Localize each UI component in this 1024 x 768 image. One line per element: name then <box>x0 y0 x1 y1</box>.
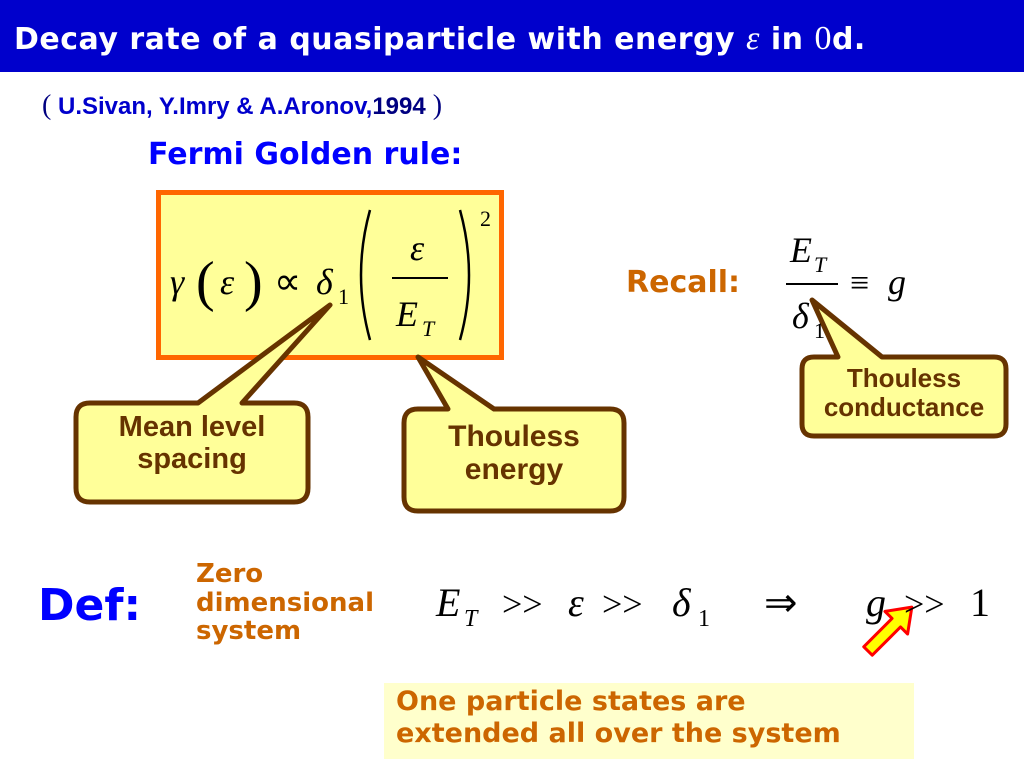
def-one: 1 <box>970 580 990 625</box>
def-gg-3: >> <box>904 584 945 624</box>
thouless-conductance-callout-shape <box>799 297 1009 439</box>
section-heading: Fermi Golden rule: <box>148 137 463 172</box>
def-gg-1: >> <box>502 584 543 624</box>
zero-dimensional-label: Zero dimensional system <box>196 559 374 647</box>
thouless-energy-callout-shape <box>401 354 627 514</box>
gamma-symbol: γ <box>170 262 185 302</box>
def-epsilon: ε <box>568 580 584 625</box>
def-delta: δ <box>672 580 692 625</box>
formula-box <box>156 190 504 360</box>
equiv-symbol: ≡ <box>850 265 869 302</box>
citation: ( U.Sivan, Y.Imry & A.Aronov,1994 ) <box>42 90 443 121</box>
big-left-paren <box>359 209 372 341</box>
recall-num-E: E <box>789 230 812 270</box>
thouless-conductance-callout: Thouless conductance <box>823 363 985 422</box>
fraction-den-T: T <box>422 316 436 341</box>
def-label: Def: <box>38 580 142 631</box>
fraction-den-E: E <box>395 294 418 334</box>
golden-rule-formula: γ ( ε ) ∝ δ 1 ε E T 2 <box>170 206 491 341</box>
recall-label: Recall: <box>626 265 741 300</box>
mean-level-callout: Mean level spacing <box>118 411 266 475</box>
recall-den-1: 1 <box>814 318 825 343</box>
right-paren: ) <box>244 251 263 313</box>
note-text: One particle states are extended all ove… <box>396 686 841 749</box>
slide-title: Decay rate of a quasiparticle with energ… <box>14 20 866 57</box>
fraction-numerator: ε <box>410 228 425 268</box>
definition-formula: E T >> ε >> δ 1 ⇒ g >> 1 <box>435 580 990 632</box>
recall-den-delta: δ <box>792 296 810 336</box>
def-T: T <box>464 606 479 632</box>
implies-symbol: ⇒ <box>764 580 798 625</box>
recall-formula: E T δ 1 ≡ g <box>786 230 906 343</box>
power-exponent: 2 <box>480 206 491 231</box>
left-paren: ( <box>196 251 215 313</box>
def-g: g <box>866 580 886 625</box>
def-E: E <box>435 580 460 625</box>
recall-g: g <box>888 262 906 302</box>
recall-num-T: T <box>814 252 828 277</box>
note-box <box>384 683 914 759</box>
title-bar <box>0 0 1024 72</box>
delta-subscript: 1 <box>338 284 349 309</box>
def-delta-sub: 1 <box>698 606 710 632</box>
delta-symbol: δ <box>316 262 334 302</box>
arrow-icon <box>862 605 914 657</box>
mean-level-callout-shape <box>73 302 333 505</box>
proportional-symbol: ∝ <box>274 261 301 303</box>
big-right-paren <box>458 209 471 341</box>
def-gg-2: >> <box>602 584 643 624</box>
thouless-energy-callout: Thouless energy <box>448 420 580 486</box>
epsilon-arg: ε <box>220 262 235 302</box>
